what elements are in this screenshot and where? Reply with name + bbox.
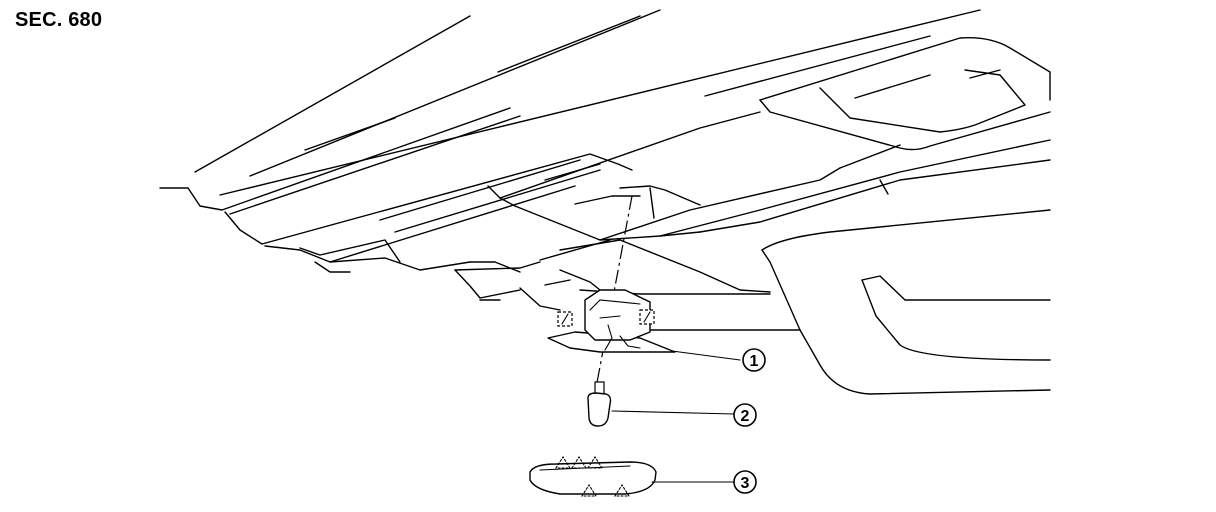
leader-line-2 xyxy=(611,410,735,415)
callout-2: 2 xyxy=(733,403,757,427)
callout-3: 3 xyxy=(733,470,757,494)
lamp-bulb xyxy=(587,381,612,427)
callout-1: 1 xyxy=(742,348,766,372)
section-label: SEC. 680 xyxy=(15,9,103,31)
callout-1-number: 1 xyxy=(750,353,759,370)
callout-3-number: 3 xyxy=(741,475,750,492)
callout-2-number: 2 xyxy=(741,408,750,425)
roof-structure xyxy=(159,9,1051,395)
leader-line-1 xyxy=(671,350,741,361)
lamp-housing xyxy=(547,289,676,353)
lamp-lens xyxy=(529,455,657,497)
